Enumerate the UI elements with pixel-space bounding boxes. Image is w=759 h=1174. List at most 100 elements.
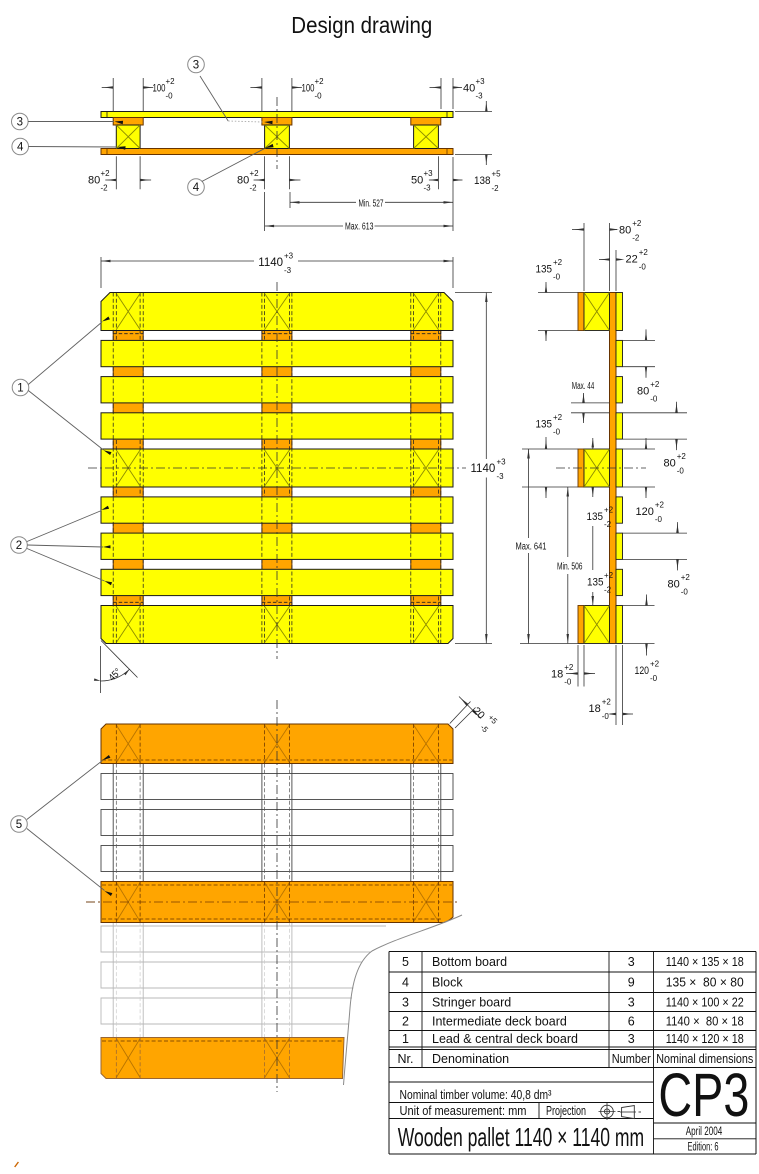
svg-text:-0: -0 xyxy=(166,91,174,100)
svg-text:1: 1 xyxy=(402,1032,409,1046)
svg-text:3: 3 xyxy=(402,995,409,1009)
svg-text:-2: -2 xyxy=(492,184,500,193)
svg-text:2: 2 xyxy=(16,540,22,552)
svg-text:120: 120 xyxy=(635,665,650,677)
svg-text:Edition: 6: Edition: 6 xyxy=(688,1142,719,1154)
svg-text:-0: -0 xyxy=(602,712,610,721)
svg-text:+2: +2 xyxy=(655,501,665,510)
svg-text:1140 × 100 × 22: 1140 × 100 × 22 xyxy=(666,995,744,1009)
svg-text:Bottom board: Bottom board xyxy=(432,955,507,969)
svg-text:135: 135 xyxy=(536,419,553,431)
svg-text:1140: 1140 xyxy=(471,463,496,475)
svg-text:80: 80 xyxy=(668,579,680,591)
svg-text:+2: +2 xyxy=(564,663,574,672)
svg-text:3: 3 xyxy=(628,1032,635,1046)
svg-text:9: 9 xyxy=(628,976,635,990)
svg-text:3: 3 xyxy=(628,995,635,1009)
svg-text:+2: +2 xyxy=(632,219,642,228)
svg-text:135: 135 xyxy=(536,264,553,276)
svg-text:+3: +3 xyxy=(497,458,507,467)
svg-text:3: 3 xyxy=(17,117,23,129)
svg-text:Unit of measurement: mm: Unit of measurement: mm xyxy=(400,1104,527,1118)
svg-text:100: 100 xyxy=(153,83,166,95)
svg-text:+2: +2 xyxy=(101,169,111,178)
svg-text:CP3: CP3 xyxy=(658,1061,749,1129)
svg-text:4: 4 xyxy=(193,182,200,194)
svg-text:120: 120 xyxy=(636,506,654,518)
svg-text:-0: -0 xyxy=(655,515,663,524)
svg-text:1140: 1140 xyxy=(258,257,283,269)
svg-text:+2: +2 xyxy=(553,258,563,267)
svg-text:80: 80 xyxy=(237,175,249,187)
svg-text:Max. 44: Max. 44 xyxy=(572,381,595,392)
svg-text:-0: -0 xyxy=(553,427,561,436)
svg-text:-3: -3 xyxy=(424,183,432,192)
svg-text:-3: -3 xyxy=(497,472,505,481)
svg-text:-3: -3 xyxy=(284,266,292,275)
svg-text:5: 5 xyxy=(402,955,409,969)
svg-text:135: 135 xyxy=(587,511,604,523)
svg-text:138: 138 xyxy=(474,175,491,187)
svg-text:+2: +2 xyxy=(677,452,687,461)
svg-text:-0: -0 xyxy=(681,587,689,596)
svg-text:-5: -5 xyxy=(478,723,490,735)
svg-text:1140 × 135 × 18: 1140 × 135 × 18 xyxy=(666,955,744,969)
svg-text:3: 3 xyxy=(193,60,199,72)
svg-text:22: 22 xyxy=(626,254,638,266)
svg-text:-0: -0 xyxy=(650,674,658,683)
svg-text:Max. 613: Max. 613 xyxy=(345,222,374,233)
svg-text:April 2004: April 2004 xyxy=(686,1126,723,1138)
svg-text:4: 4 xyxy=(402,976,409,990)
svg-text:-0: -0 xyxy=(650,394,658,403)
svg-text:+2: +2 xyxy=(166,77,176,86)
svg-text:-0: -0 xyxy=(564,677,572,686)
svg-text:135 × 80 × 80: 135 × 80 × 80 xyxy=(666,976,744,990)
svg-text:-0: -0 xyxy=(553,272,561,281)
svg-text:Nominal dimensions: Nominal dimensions xyxy=(656,1052,753,1066)
svg-text:Nominal timber volume: 40,8 dm: Nominal timber volume: 40,8 dm³ xyxy=(400,1088,552,1102)
svg-text:+2: +2 xyxy=(650,660,660,669)
svg-text:-2: -2 xyxy=(604,520,612,529)
svg-text:50: 50 xyxy=(411,175,423,187)
svg-text:+5: +5 xyxy=(486,713,499,726)
svg-text:-3: -3 xyxy=(476,91,484,100)
svg-text:20: 20 xyxy=(470,705,487,722)
svg-text:+2: +2 xyxy=(553,413,563,422)
svg-text:+2: +2 xyxy=(250,169,260,178)
svg-text:-2: -2 xyxy=(632,233,640,242)
svg-text:Projection: Projection xyxy=(546,1104,586,1118)
svg-text:-2: -2 xyxy=(250,183,258,192)
svg-text:Design drawing: Design drawing xyxy=(291,12,432,38)
svg-text:Intermediate deck board: Intermediate deck board xyxy=(432,1014,567,1028)
svg-text:80: 80 xyxy=(88,175,100,187)
svg-text:+2: +2 xyxy=(604,571,614,580)
svg-text:18: 18 xyxy=(589,703,601,715)
svg-text:+2: +2 xyxy=(604,506,614,515)
svg-text:-2: -2 xyxy=(604,585,612,594)
svg-text:Min. 527: Min. 527 xyxy=(359,198,384,209)
svg-text:Nr.: Nr. xyxy=(398,1052,414,1066)
svg-text:-0: -0 xyxy=(639,262,647,271)
svg-text:Max. 641: Max. 641 xyxy=(516,542,547,553)
svg-text:Denomination: Denomination xyxy=(432,1052,509,1066)
svg-text:+2: +2 xyxy=(639,248,649,257)
svg-text:Block: Block xyxy=(432,976,463,990)
svg-text:+2: +2 xyxy=(650,380,660,389)
svg-text:+3: +3 xyxy=(424,169,434,178)
svg-text:18: 18 xyxy=(551,669,563,681)
svg-text:1: 1 xyxy=(17,383,23,395)
svg-text:6: 6 xyxy=(628,1014,635,1028)
svg-text:-0: -0 xyxy=(677,466,685,475)
svg-text:4: 4 xyxy=(17,142,24,154)
svg-text:80: 80 xyxy=(637,386,649,398)
svg-text:3: 3 xyxy=(628,955,635,969)
svg-text:100: 100 xyxy=(302,83,315,95)
svg-text:Wooden pallet 1140 × 1140 mm: Wooden pallet 1140 × 1140 mm xyxy=(398,1122,645,1152)
svg-text:80: 80 xyxy=(619,225,631,237)
svg-text:Lead & central deck board: Lead & central deck board xyxy=(432,1032,578,1046)
svg-text:45°: 45° xyxy=(107,667,124,684)
svg-text:+2: +2 xyxy=(602,698,612,707)
svg-text:+2: +2 xyxy=(315,77,325,86)
svg-text:5: 5 xyxy=(16,819,22,831)
svg-text:Stringer board: Stringer board xyxy=(432,995,511,1009)
